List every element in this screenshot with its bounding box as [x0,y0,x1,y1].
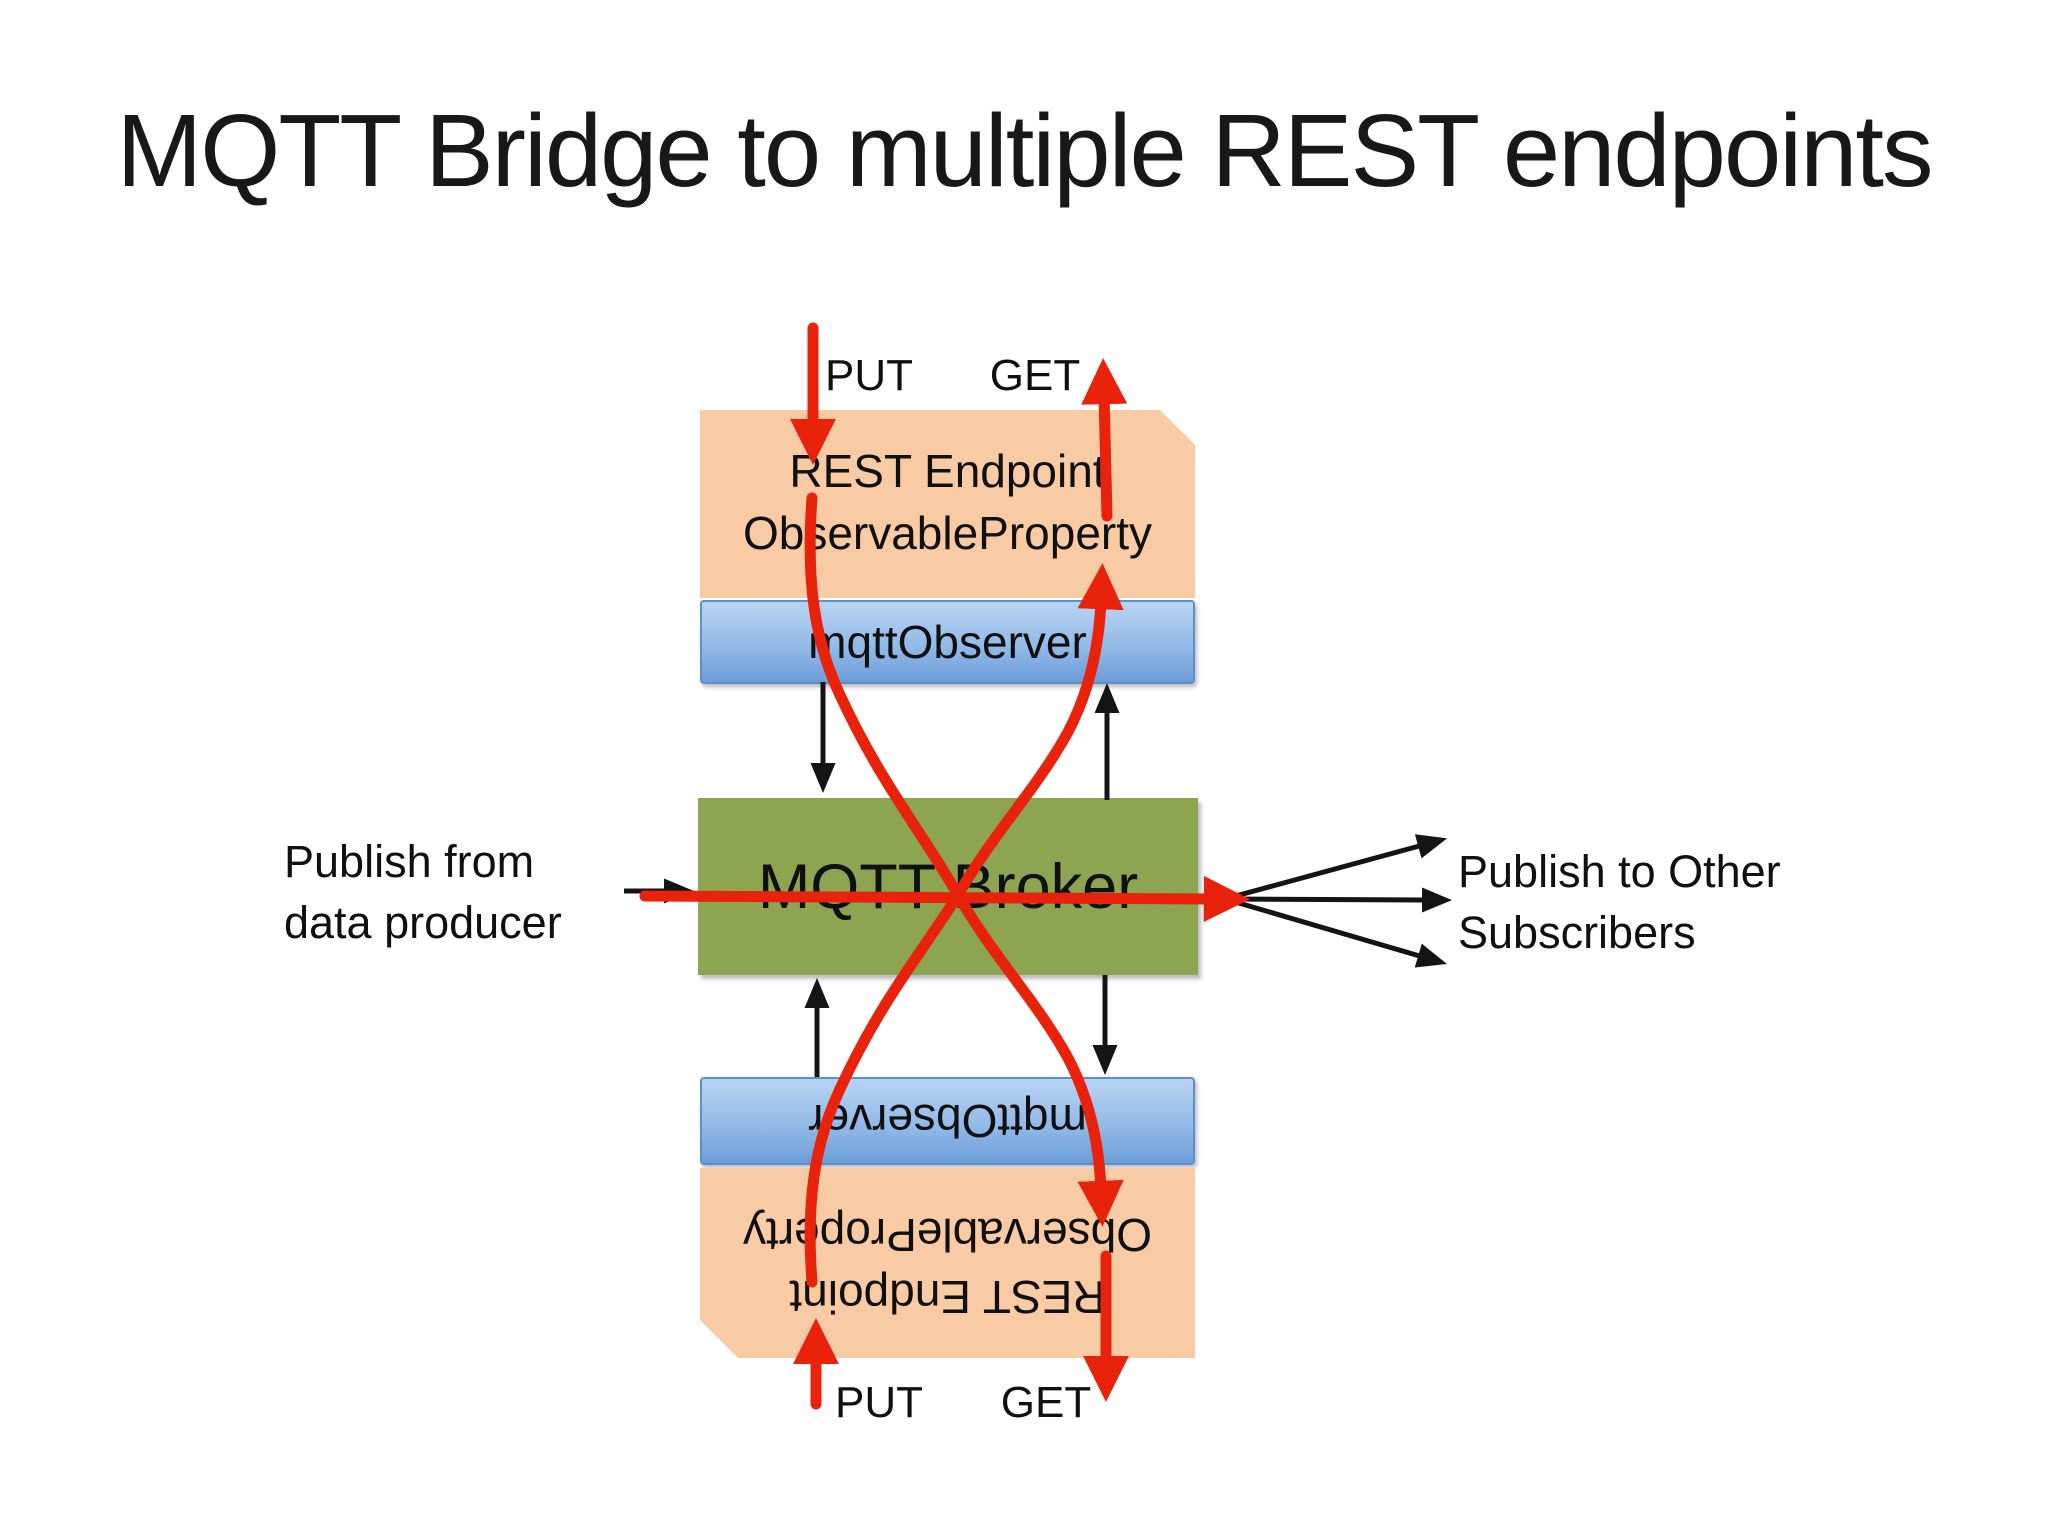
top-rest-endpoint-box: REST Endpoint ObservableProperty [700,410,1195,598]
bottom-rest-endpoint-box: REST Endpoint ObservableProperty [700,1168,1195,1358]
top-rest-endpoint-line2: ObservableProperty [742,507,1153,559]
top-put-label: PUT [825,351,913,400]
bottom-get-label: GET [1000,1378,1092,1427]
publish-to-line1: Publish to Other [1458,846,1781,897]
subscriber-fan-arrow-2 [1231,887,1452,913]
mqtt-broker-box: MQTT Broker [698,798,1198,975]
bottom-mqtt-observer-label: mqttObserver [808,1095,1087,1147]
publish-to-note: Publish to Other Subscribers [1458,841,1781,963]
mqtt-broker-label: MQTT Broker [757,851,1139,922]
bottom-rest-endpoint-line1: REST Endpoint [789,1271,1106,1323]
bottom-mqtt-observer-box: mqttObserver [700,1077,1195,1165]
bottom-put-label: PUT [835,1378,923,1427]
subscriber-fan-arrow-1 [1231,834,1448,900]
top-mqtt-observer-label: mqttObserver [808,616,1087,668]
slide-title: MQTT Bridge to multiple REST endpoints [116,93,1933,208]
bottom-rest-endpoint-line2: ObservableProperty [742,1209,1153,1261]
top-rest-endpoint-line1: REST Endpoint [789,445,1106,497]
top-get-label: GET [989,351,1081,400]
publish-from-line1: Publish from [284,836,535,887]
top-mqtt-observer-box: mqttObserver [700,600,1195,684]
top-rest-endpoint-label: REST Endpoint ObservableProperty [700,440,1195,564]
publish-from-note: Publish from data producer [284,831,562,953]
subscriber-fan-arrow-3 [1231,898,1447,968]
publish-from-line2: data producer [284,897,562,948]
publish-to-line2: Subscribers [1458,907,1696,958]
bottom-rest-endpoint-label: REST Endpoint ObservableProperty [700,1204,1195,1328]
